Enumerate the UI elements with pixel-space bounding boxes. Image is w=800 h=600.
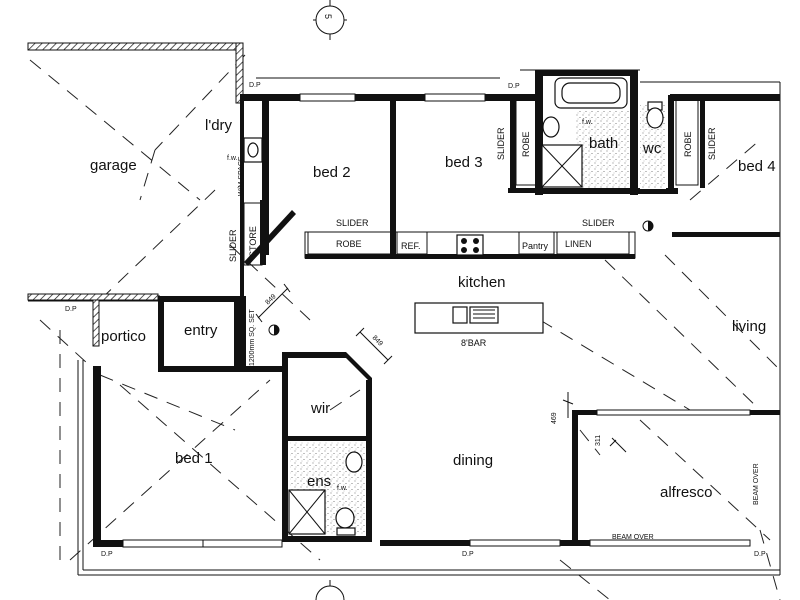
dp-label-1: D.P xyxy=(249,82,261,89)
fw-ens: f.w. xyxy=(337,485,348,492)
room-bed2: bed 2 xyxy=(313,164,351,181)
fw-bath: f.w. xyxy=(582,119,593,126)
light-symbol-1 xyxy=(268,324,280,336)
room-wc: wc xyxy=(642,140,662,157)
laundry-tub xyxy=(243,137,263,163)
walls xyxy=(93,70,780,547)
room-bed1: bed 1 xyxy=(175,450,213,467)
ref-label: REF. xyxy=(401,241,421,251)
shower-bath xyxy=(541,144,583,188)
bath-floor xyxy=(575,110,629,188)
slider-bed3-side: SLIDER xyxy=(496,127,506,160)
slider-bed3: SLIDER xyxy=(582,218,615,228)
robe-bed3: ROBE xyxy=(521,131,531,157)
sq-set-label: 1200mm SQ. SET xyxy=(249,308,256,366)
toilet-wc xyxy=(646,101,664,129)
dim-469: 469 xyxy=(551,412,558,424)
store-label: STORE xyxy=(248,226,258,257)
store-frame xyxy=(243,202,263,266)
fridge-space xyxy=(396,231,428,255)
dp-label-6: D.P xyxy=(754,551,766,558)
room-portico: portico xyxy=(101,328,146,345)
room-wir: wir xyxy=(310,400,330,417)
toilet-ens xyxy=(335,507,356,536)
shower-ens xyxy=(288,489,326,535)
room-bed4: bed 4 xyxy=(738,158,776,175)
dimension-marks xyxy=(255,283,627,453)
north-marker xyxy=(313,0,347,40)
cooktop xyxy=(456,234,484,256)
bar-label: 8'BAR xyxy=(461,338,487,348)
room-garage: garage xyxy=(90,157,137,174)
light-symbol-2 xyxy=(642,220,654,232)
robe-bed2: ROBE xyxy=(336,239,362,249)
beam-over-side: BEAM OVER xyxy=(753,463,760,505)
dim-311: 311 xyxy=(595,435,602,446)
portico-wall-top xyxy=(27,293,159,301)
basin-bath xyxy=(542,116,560,138)
beam-over-bottom: BEAM OVER xyxy=(612,534,654,541)
kitchen-island xyxy=(414,302,544,334)
pantry-label: Pantry xyxy=(522,241,549,251)
garage-wall-right xyxy=(235,42,244,104)
basin-ens xyxy=(345,451,363,473)
windows xyxy=(92,93,751,548)
north-marker-label: 5 xyxy=(323,14,333,19)
linen-frame xyxy=(556,231,630,255)
south-marker xyxy=(315,580,345,600)
room-kitchen: kitchen xyxy=(458,274,506,291)
linen-label: LINEN xyxy=(565,239,592,249)
robe-bed3-frame xyxy=(515,99,537,186)
fw-laundry: f.w. xyxy=(227,155,238,162)
room-bed3: bed 3 xyxy=(445,154,483,171)
room-living: living xyxy=(732,318,766,335)
room-bath: bath xyxy=(589,135,618,152)
dp-label-4: D.P xyxy=(101,551,113,558)
room-ens: ens xyxy=(307,473,331,490)
robe-bed4: ROBE xyxy=(683,131,693,157)
room-alfresco: alfresco xyxy=(660,484,713,501)
roof-lines xyxy=(29,54,781,600)
robe-bed4-frame xyxy=(675,99,699,186)
portico-wall-left xyxy=(92,299,100,347)
bathtub xyxy=(554,77,628,109)
entry-diag-wall xyxy=(244,210,296,266)
dp-label-5: D.P xyxy=(462,551,474,558)
robe-bed2-frame xyxy=(307,231,394,255)
dim-849-a: 849 xyxy=(264,293,277,306)
room-dining: dining xyxy=(453,452,493,469)
garage-wall-top xyxy=(27,42,244,51)
slider-bed2: SLIDER xyxy=(336,218,369,228)
wm-space-label: W/M SPACE xyxy=(238,156,245,196)
dp-label-3: D.P xyxy=(65,306,77,313)
room-ldry: l'dry xyxy=(205,117,233,134)
room-entry: entry xyxy=(184,322,218,339)
slider-store: SLIDER xyxy=(228,229,238,262)
slider-bed4: SLIDER xyxy=(707,127,717,160)
pantry-frame xyxy=(518,231,555,255)
dim-849-b: 849 xyxy=(371,334,384,347)
dp-label-2: D.P xyxy=(508,83,520,90)
